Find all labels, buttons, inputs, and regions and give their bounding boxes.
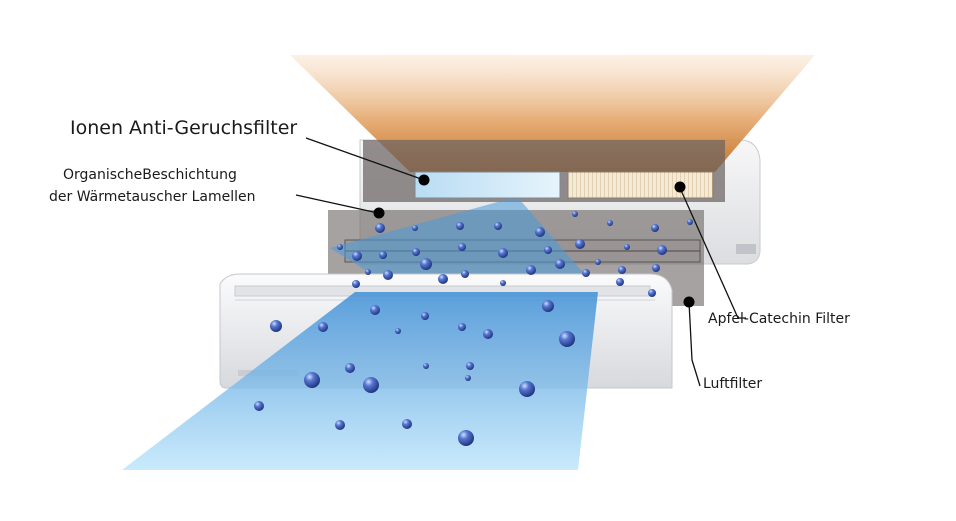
ion-sphere-icon bbox=[466, 362, 474, 370]
leader-lines bbox=[295, 137, 746, 387]
ion-sphere-icon bbox=[345, 363, 355, 373]
ion-sphere-icon bbox=[438, 274, 448, 284]
ion-sphere-icon bbox=[542, 300, 554, 312]
ion-sphere-icon bbox=[412, 225, 418, 231]
ion-sphere-icon bbox=[412, 248, 420, 256]
ion-sphere-icon bbox=[652, 264, 660, 272]
ion-sphere-icon bbox=[423, 363, 429, 369]
black-dot-icon bbox=[674, 181, 686, 193]
label-luftfilter: Luftfilter bbox=[703, 376, 763, 392]
ion-sphere-icon bbox=[519, 381, 535, 397]
label-organische-line1: OrganischeBeschichtung bbox=[63, 167, 237, 183]
ion-sphere-icon bbox=[420, 258, 432, 270]
ion-sphere-icon bbox=[535, 227, 545, 237]
ion-sphere-icon bbox=[383, 270, 393, 280]
ion-sphere-icon bbox=[687, 219, 693, 225]
ion-sphere-icon bbox=[458, 323, 466, 331]
ion-sphere-icon bbox=[498, 248, 508, 258]
ion-sphere-icon bbox=[555, 259, 565, 269]
black-dot-icon bbox=[683, 296, 695, 308]
ion-sphere-icon bbox=[421, 312, 429, 320]
ion-sphere-icon bbox=[270, 320, 282, 332]
label-markers bbox=[373, 174, 695, 308]
ion-sphere-icon bbox=[575, 239, 585, 249]
ion-particles bbox=[254, 211, 693, 446]
label-ionen-filter: Ionen Anti-Geruchsfilter bbox=[70, 117, 298, 139]
ion-sphere-icon bbox=[465, 375, 471, 381]
ion-sphere-icon bbox=[483, 329, 493, 339]
ion-sphere-icon bbox=[304, 372, 320, 388]
ion-sphere-icon bbox=[337, 244, 343, 250]
ion-sphere-icon bbox=[365, 269, 371, 275]
label-organische-line2: der Wärmetauscher Lamellen bbox=[49, 189, 256, 205]
ion-sphere-icon bbox=[618, 266, 626, 274]
ion-sphere-icon bbox=[572, 211, 578, 217]
catechin-filter-panel bbox=[567, 171, 714, 199]
black-dot-icon bbox=[373, 207, 385, 219]
ion-sphere-icon bbox=[458, 243, 466, 251]
ion-sphere-icon bbox=[352, 280, 360, 288]
ion-sphere-icon bbox=[624, 244, 630, 250]
cool-air-cone bbox=[122, 292, 598, 470]
ion-sphere-icon bbox=[363, 377, 379, 393]
ion-sphere-icon bbox=[544, 246, 552, 254]
ion-sphere-icon bbox=[456, 222, 464, 230]
ion-sphere-icon bbox=[648, 289, 656, 297]
ion-sphere-icon bbox=[379, 251, 387, 259]
ion-sphere-icon bbox=[318, 322, 328, 332]
ion-sphere-icon bbox=[254, 401, 264, 411]
ion-sphere-icon bbox=[335, 420, 345, 430]
ion-sphere-icon bbox=[395, 328, 401, 334]
ion-sphere-icon bbox=[500, 280, 506, 286]
ion-sphere-icon bbox=[494, 222, 502, 230]
ion-sphere-icon bbox=[582, 269, 590, 277]
label-apfel-catechin-filter: Apfel-Catechin Filter bbox=[708, 311, 850, 327]
ion-sphere-icon bbox=[402, 419, 412, 429]
ion-sphere-icon bbox=[559, 331, 575, 347]
ion-sphere-icon bbox=[657, 245, 667, 255]
ion-sphere-icon bbox=[375, 223, 385, 233]
black-dot-icon bbox=[418, 174, 430, 186]
ion-sphere-icon bbox=[352, 251, 362, 261]
ion-sphere-icon bbox=[370, 305, 380, 315]
ion-filter-panel bbox=[414, 171, 561, 199]
rear-unit-logo-mark bbox=[736, 244, 756, 254]
ion-sphere-icon bbox=[461, 270, 469, 278]
ion-sphere-icon bbox=[595, 259, 601, 265]
ion-sphere-icon bbox=[651, 224, 659, 232]
ion-sphere-icon bbox=[607, 220, 613, 226]
filter-panels bbox=[414, 171, 714, 199]
ion-sphere-icon bbox=[458, 430, 474, 446]
ion-sphere-icon bbox=[526, 265, 536, 275]
ion-sphere-icon bbox=[616, 278, 624, 286]
